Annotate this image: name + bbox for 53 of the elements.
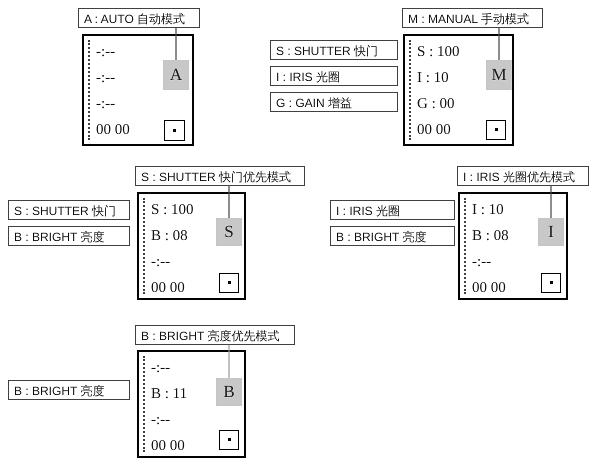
- mode-label: S : SHUTTER 快门优先模式: [135, 166, 305, 186]
- mode-indicator: S: [216, 218, 242, 246]
- mode-label: B : BRIGHT 亮度优先模式: [135, 325, 295, 345]
- parameter-label: S : SHUTTER 快门: [270, 40, 398, 60]
- osd-reading: -:--: [472, 254, 492, 271]
- osd-screen: [82, 34, 194, 146]
- parameter-label: S : SHUTTER 快门: [8, 200, 130, 220]
- osd-reading: -:--: [96, 96, 116, 113]
- osd-reading: B : 08: [151, 228, 188, 245]
- parameter-label: G : GAIN 增益: [270, 92, 398, 112]
- leader-line: [228, 345, 230, 378]
- osd-reading: 00 00: [151, 438, 185, 455]
- parameter-label: I : IRIS 光圈: [330, 200, 455, 220]
- mode-indicator: A: [163, 60, 189, 90]
- parameter-label: B : BRIGHT 亮度: [8, 226, 130, 246]
- parameter-label: B : BRIGHT 亮度: [330, 226, 455, 246]
- osd-reading: -:--: [151, 360, 170, 377]
- osd-reading: -:--: [151, 412, 170, 429]
- osd-reading: -:--: [96, 70, 116, 87]
- leader-line: [498, 28, 500, 60]
- dot-square: [486, 120, 506, 140]
- mode-label: I : IRIS 光圈优先模式: [457, 166, 589, 186]
- osd-screen: [458, 192, 568, 300]
- osd-screen: [403, 34, 514, 146]
- leader-line: [228, 186, 230, 218]
- osd-reading: -:--: [96, 44, 116, 61]
- osd-reading: 00 00: [472, 280, 506, 297]
- osd-reading: G : 00: [417, 96, 454, 113]
- mode-indicator: M: [486, 60, 512, 90]
- osd-screen: [137, 192, 246, 300]
- dot-square: [219, 430, 239, 450]
- leader-line: [550, 186, 552, 218]
- dot-square: [541, 273, 561, 293]
- osd-reading: I : 10: [472, 202, 504, 219]
- leader-line: [175, 28, 177, 60]
- osd-reading: 00 00: [96, 122, 130, 139]
- mode-indicator: B: [216, 378, 242, 406]
- osd-reading: 00 00: [417, 122, 451, 139]
- osd-screen: [137, 350, 246, 458]
- mode-indicator: I: [538, 218, 564, 246]
- osd-reading: B : 08: [472, 228, 509, 245]
- osd-reading: S : 100: [151, 202, 194, 219]
- osd-reading: 00 00: [151, 280, 185, 297]
- osd-reading: -:--: [151, 254, 170, 271]
- parameter-label: B : BRIGHT 亮度: [8, 380, 130, 400]
- dot-square: [164, 120, 185, 141]
- dot-square: [219, 273, 239, 293]
- parameter-label: I : IRIS 光圈: [270, 66, 398, 86]
- mode-label: A : AUTO 自动模式: [78, 8, 200, 28]
- osd-reading: B : 11: [151, 386, 188, 403]
- mode-label: M : MANUAL 手动模式: [402, 8, 543, 28]
- osd-reading: S : 100: [417, 44, 460, 61]
- osd-reading: I : 10: [417, 70, 449, 87]
